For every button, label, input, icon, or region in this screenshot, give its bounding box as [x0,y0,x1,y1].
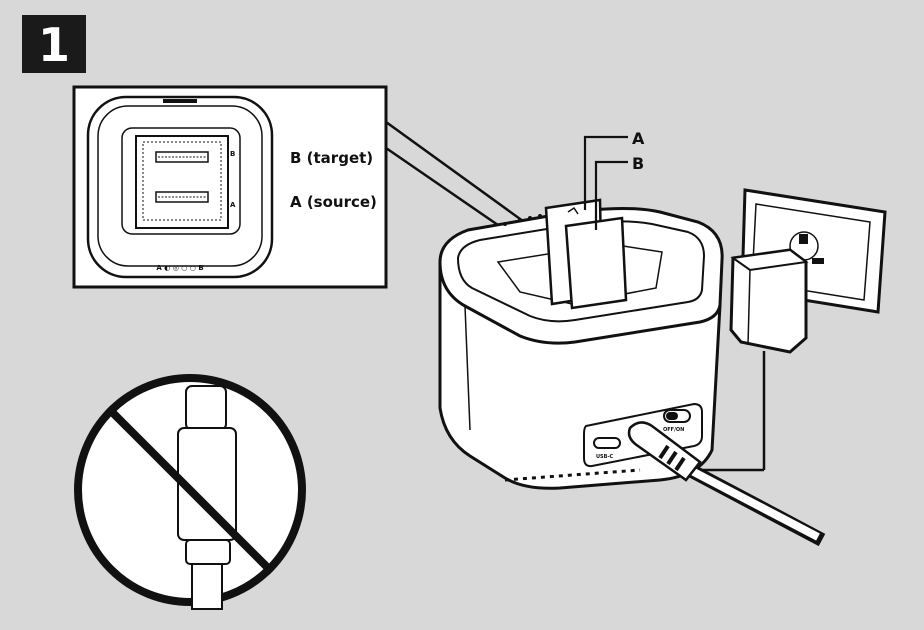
dock-bottom-marks: A ◐ ◎ ○ ○ B [156,264,203,272]
prohibition-slash [105,405,275,575]
usbc-cable-icon [177,385,237,610]
usbc-port-label: USB-C [596,454,614,460]
card-leaders [583,135,628,230]
power-adapter [700,248,809,472]
dock-top-view [86,95,274,279]
no-usbc-symbol [74,374,306,610]
step-badge: 1 [22,15,86,73]
dock-mark-b: B [230,150,235,158]
step-number: 1 [38,18,70,72]
callout-box: B A A ◐ ◎ ○ ○ B B (target) A (source) [72,85,388,289]
label-a-source: A (source) [290,193,377,211]
card-label-a: A [632,129,645,148]
dock-mark-a: A [230,201,236,209]
label-b-target: B (target) [290,149,373,167]
card-label-b: B [632,154,644,173]
card-b [564,216,628,310]
dc-cable [627,421,826,547]
switch-label: OFF/ON [663,427,684,433]
